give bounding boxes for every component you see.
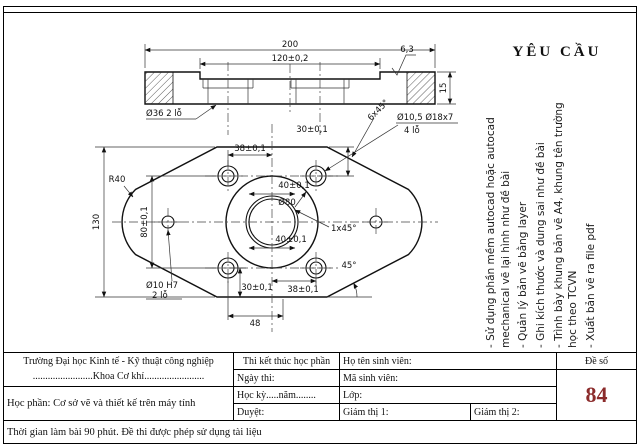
dim-spacing-bottom: 38±0,1 bbox=[287, 285, 318, 295]
dim-chamfer-corner: 6x45° bbox=[366, 98, 391, 123]
dim-side-hole-count: 2 lỗ bbox=[152, 290, 168, 301]
approver-label: Duyệt: bbox=[234, 404, 340, 421]
front-view: 130 80±0,1 R40 30±0,1 38±0,1 Ø10,5 Ø18x7… bbox=[92, 98, 458, 332]
top-view: 200 120±0,2 6,3 15 Ø36 2 lỗ bbox=[144, 40, 456, 135]
hatch-right bbox=[406, 71, 436, 105]
dim-surface-finish: 6,3 bbox=[400, 45, 414, 55]
school-name: Trường Đại học Kinh tế - Kỹ thuật công n… bbox=[23, 356, 214, 367]
dim-offset-bottom: 30±0,1 bbox=[241, 283, 272, 293]
dim-side-hole-spacing: 80±0,1 bbox=[140, 206, 150, 237]
hatch-left bbox=[144, 71, 174, 105]
sheet-border-outer bbox=[3, 6, 637, 444]
surface-finish-icon bbox=[391, 54, 416, 76]
dim-chamfer-bore: 1x45° bbox=[331, 224, 357, 234]
requirement-item: - Ghi kích thước và dung sai như đề bài bbox=[535, 142, 548, 348]
dim-bore-dia: Ø80 bbox=[278, 197, 296, 208]
dim-spacing-top: 38±0,1 bbox=[234, 144, 265, 154]
exam-number: 84 bbox=[557, 370, 636, 421]
title-block: Trường Đại học Kinh tế - Kỹ thuật công n… bbox=[4, 352, 636, 443]
dim-top-thickness: 15 bbox=[439, 83, 449, 94]
dim-counterbore-note: Ø10,5 Ø18x7 bbox=[397, 112, 453, 123]
dim-bore-width: 40±0,1 bbox=[278, 181, 309, 191]
requirement-item: - Xuất bản vẽ ra file pdf bbox=[585, 223, 598, 348]
sheet-border-inner-top bbox=[3, 12, 637, 13]
dim-bore-height: 40±0,1 bbox=[275, 235, 306, 245]
dim-top-recess-width: 120±0,2 bbox=[272, 54, 309, 64]
exam-session-label: Thi kết thúc học phần bbox=[234, 353, 340, 370]
proctor2-label: Giám thị 2: bbox=[471, 404, 557, 421]
exam-date-label: Ngày thi: bbox=[234, 370, 340, 387]
dim-overall-height: 130 bbox=[92, 214, 102, 230]
exam-number-label: Đề số bbox=[557, 353, 636, 370]
requirement-item: - Quản lý bản vẽ bằng layer bbox=[517, 201, 530, 348]
dim-base-width: 48 bbox=[250, 319, 261, 329]
student-id-label: Mã sinh viên: bbox=[340, 370, 557, 387]
class-label: Lớp: bbox=[340, 387, 557, 404]
duration-note: Thời gian làm bài 90 phút. Đề thi được p… bbox=[7, 427, 262, 438]
dim-corner-angle: 45° bbox=[341, 261, 356, 271]
dim-top-overall-width: 200 bbox=[282, 40, 298, 50]
dim-offset-top: 30±0,1 bbox=[296, 125, 327, 135]
dim-counterbore-count: 4 lỗ bbox=[404, 125, 420, 136]
student-name-label: Họ tên sinh viên: bbox=[340, 353, 557, 370]
requirement-item: - Trình bày khung bản vẽ A4, khung tên t… bbox=[552, 102, 580, 348]
dim-top-hole-note: Ø36 2 lỗ bbox=[146, 108, 182, 119]
course-name: Học phần: Cơ sở vẽ và thiết kế trên máy … bbox=[4, 387, 234, 421]
dim-corner-radius: R40 bbox=[109, 175, 126, 185]
requirements-list: - Sử dụng phần mềm autocad hoặc autocad … bbox=[484, 88, 602, 348]
dim-side-hole-note: Ø10 H7 bbox=[146, 280, 178, 291]
requirements-title: YÊU CẦU bbox=[512, 44, 602, 60]
school-block: Trường Đại học Kinh tế - Kỹ thuật công n… bbox=[4, 353, 234, 387]
school-dept: ........................Khoa Cơ khí.....… bbox=[32, 370, 205, 382]
proctor1-label: Giám thị 1: bbox=[340, 404, 471, 421]
semester-label: Học kỳ.....năm........ bbox=[234, 387, 340, 404]
requirement-item: - Sử dụng phần mềm autocad hoặc autocad … bbox=[485, 117, 512, 348]
